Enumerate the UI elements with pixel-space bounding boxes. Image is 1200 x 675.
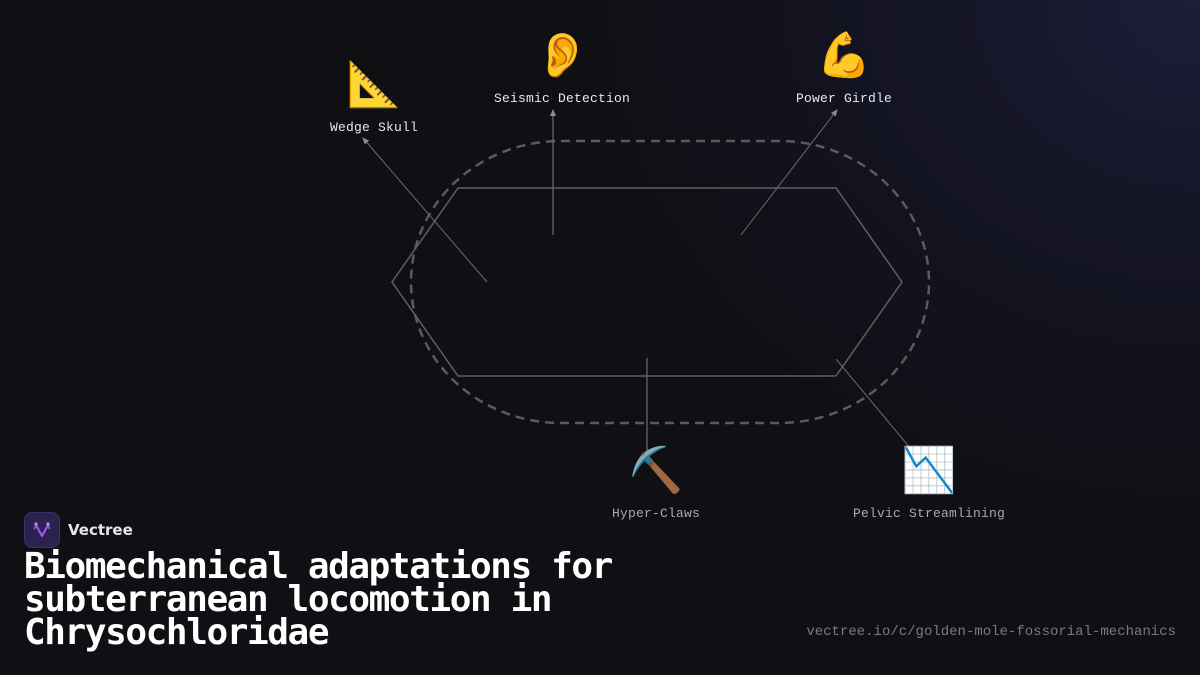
node-label: Hyper-Claws (611, 506, 701, 521)
brand-name: Vectree (68, 521, 133, 539)
vectree-logo-icon (24, 512, 60, 548)
source-url[interactable]: vectree.io/c/golden-mole-fossorial-mecha… (806, 624, 1176, 640)
node-label: Power Girdle (795, 91, 893, 106)
node-pelvic-streamlining[interactable]: 📉 Pelvic Streamlining (853, 448, 1005, 521)
node-hyper-claws[interactable]: ⛏️ Hyper-Claws (612, 448, 700, 521)
node-label: Wedge Skull (329, 120, 419, 135)
dashed-boundary (409, 139, 931, 425)
node-power-girdle[interactable]: 💪 Power Girdle (796, 33, 892, 106)
page-title: Biomechanical adaptations for subterrane… (24, 546, 613, 653)
connector-pelvic-streamlining (835, 358, 917, 456)
pick-icon: ⛏️ (628, 449, 684, 499)
node-seismic-detection[interactable]: 👂 Seismic Detection (494, 33, 630, 106)
connector-power-girdle (740, 109, 838, 236)
node-label: Seismic Detection (493, 91, 631, 106)
connector-wedge-skull (362, 137, 488, 283)
ear-icon: 👂 (534, 34, 590, 84)
central-hexagon (391, 187, 903, 377)
flexed-biceps-icon: 💪 (816, 34, 872, 84)
node-label: Pelvic Streamlining (852, 506, 1006, 521)
brand: Vectree (24, 512, 133, 548)
triangular-ruler-icon: 📐 (346, 63, 402, 113)
chart-decreasing-icon: 📉 (901, 449, 957, 499)
node-wedge-skull[interactable]: 📐 Wedge Skull (330, 62, 418, 135)
